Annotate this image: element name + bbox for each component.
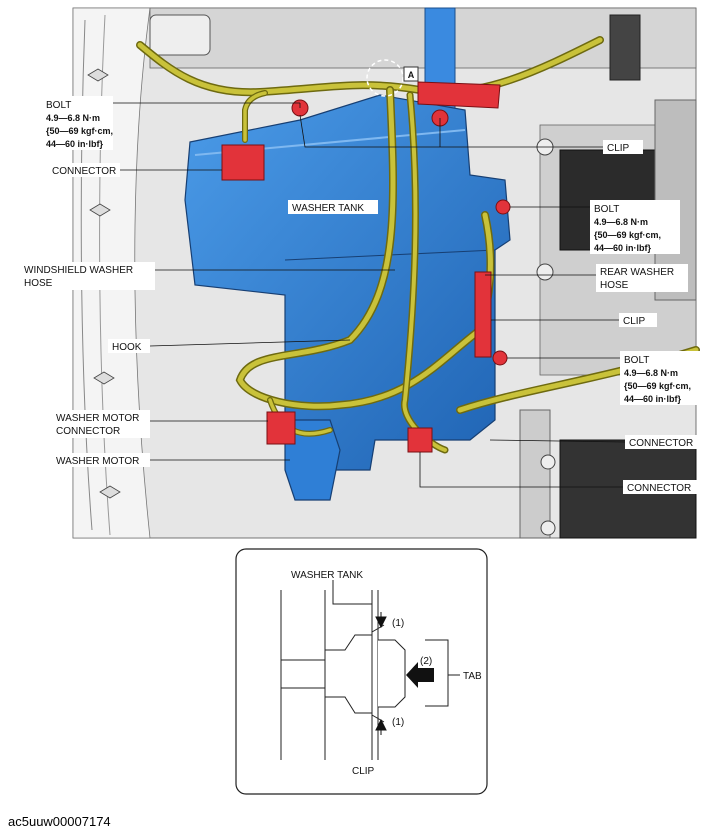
arrow-down-icon — [375, 612, 387, 629]
label-connector-top: CONNECTOR — [52, 166, 116, 177]
svg-text:{50—69 kgf·cm,: {50—69 kgf·cm, — [624, 381, 691, 391]
bolt-right-lower — [492, 350, 508, 366]
label-windshield-hose-line1: WINDSHIELD WASHER — [24, 265, 133, 276]
label-motor-connector-line1: WASHER MOTOR — [56, 413, 139, 424]
label-rear-hose-line1: REAR WASHER — [600, 267, 674, 278]
label-clip-top: CLIP — [607, 143, 630, 154]
connector-top-part — [221, 144, 265, 181]
detail-inset: WASHER TANK (1) (2) TAB (1) CLIP — [235, 548, 488, 795]
main-illustration: A BOLT 4.9—6.8 N·m {50—69 kgf·cm, 44— — [20, 7, 704, 539]
detail-label-clip: CLIP — [352, 766, 375, 777]
label-bolt-right-lower: BOLT 4.9—6.8 N·m {50—69 kgf·cm, 44—60 in… — [620, 351, 704, 405]
label-washer-tank: WASHER TANK — [292, 203, 364, 214]
svg-text:44—60 in·lbf}: 44—60 in·lbf} — [624, 394, 682, 404]
detail-label-washer-tank: WASHER TANK — [291, 570, 363, 581]
figure-code: ac5uuw00007174 — [8, 814, 111, 829]
leader-lines — [110, 102, 626, 488]
label-clip-mid: CLIP — [623, 316, 646, 327]
bolt-right-upper — [495, 199, 511, 215]
detail-step1-bottom: (1) — [392, 717, 404, 728]
label-connector-right-1: CONNECTOR — [629, 438, 693, 449]
label-motor-connector-line2: CONNECTOR — [56, 426, 120, 437]
connector-bottom-part — [407, 427, 433, 453]
svg-text:BOLT: BOLT — [594, 204, 619, 215]
detail-tab: TAB — [463, 671, 482, 682]
label-bolt-right-upper: BOLT 4.9—6.8 N·m {50—69 kgf·cm, 44—60 in… — [590, 200, 680, 254]
svg-text:BOLT: BOLT — [624, 355, 649, 366]
svg-text:44—60 in·lbf}: 44—60 in·lbf} — [46, 139, 104, 149]
svg-text:4.9—6.8 N·m: 4.9—6.8 N·m — [46, 113, 100, 123]
hose-clamp-top — [417, 81, 501, 109]
washer-motor-connector-part — [266, 411, 296, 445]
label-connector-right-2: CONNECTOR — [627, 483, 691, 494]
detail-step1-top: (1) — [392, 618, 404, 629]
arrow-up-icon — [375, 718, 387, 735]
rear-hose-clip-part — [474, 271, 492, 358]
label-bolt-left: BOLT 4.9—6.8 N·m {50—69 kgf·cm, 44—60 in… — [43, 96, 113, 150]
svg-text:{50—69 kgf·cm,: {50—69 kgf·cm, — [46, 126, 113, 136]
label-windshield-hose-line2: HOSE — [24, 278, 53, 289]
detail-step2: (2) — [420, 656, 432, 667]
svg-text:{50—69 kgf·cm,: {50—69 kgf·cm, — [594, 230, 661, 240]
svg-text:4.9—6.8 N·m: 4.9—6.8 N·m — [594, 217, 648, 227]
label-hook: HOOK — [112, 342, 142, 353]
label-washer-motor: WASHER MOTOR — [56, 456, 139, 467]
arrow-left-icon — [406, 662, 434, 688]
detail-a-circle — [366, 59, 404, 97]
detail-a-letter: A — [408, 70, 415, 80]
svg-text:4.9—6.8 N·m: 4.9—6.8 N·m — [624, 368, 678, 378]
svg-text:BOLT: BOLT — [46, 100, 71, 111]
label-rear-hose-line2: HOSE — [600, 280, 629, 291]
svg-text:44—60 in·lbf}: 44—60 in·lbf} — [594, 243, 652, 253]
